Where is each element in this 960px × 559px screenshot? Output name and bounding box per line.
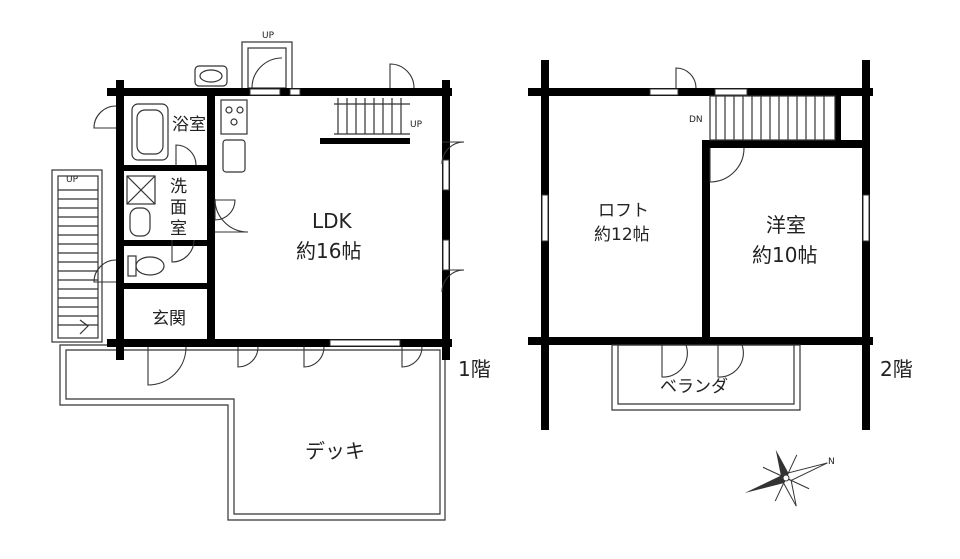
- outdoor-unit: [194, 65, 228, 87]
- room-washroom-2: 面: [170, 198, 187, 218]
- window-top-1: [249, 88, 281, 96]
- compass-north-label: N: [828, 457, 835, 467]
- exterior-stair-left: UP: [51, 169, 103, 343]
- floor-1-label: 1階: [458, 357, 491, 381]
- room-ldk-area: 約16帖: [296, 239, 361, 263]
- room-washroom-3: 室: [170, 219, 187, 239]
- stair-up-label-top: UP: [262, 31, 275, 41]
- room-loft-area: 約12帖: [594, 225, 650, 245]
- kitchen-stove: [220, 99, 248, 135]
- room-loft-name: ロフト: [598, 201, 649, 221]
- window-right-2f: [862, 194, 870, 242]
- floor-1-doors: [93, 63, 465, 386]
- room-bath: 浴室: [172, 115, 206, 135]
- window-left-2f: [541, 194, 549, 242]
- floor-2-doors: [661, 67, 745, 378]
- floor-1: UP UP: [51, 31, 491, 521]
- stair-dn-label: DN: [689, 115, 703, 125]
- room-washroom-1: 洗: [170, 177, 187, 197]
- room-veranda: ベランダ: [660, 377, 728, 397]
- wash-basin: [129, 207, 151, 237]
- top-entry-stair: UP: [241, 31, 293, 91]
- room-entrance: 玄関: [152, 309, 186, 329]
- deck-outline: [59, 344, 446, 521]
- floor-2: DN ロフト 約12帖 洋室 約10帖 ベランダ 2階: [528, 60, 913, 430]
- window-top-2: [289, 88, 301, 96]
- washing-machine: [126, 175, 156, 205]
- compass-rose-icon: [744, 449, 828, 507]
- floor-2-label: 2階: [880, 357, 913, 381]
- room-deck: デッキ: [305, 439, 365, 463]
- window-top-2f-1: [649, 88, 679, 96]
- room-western-name: 洋室: [766, 213, 806, 237]
- kitchen-sink: [222, 139, 246, 173]
- stair-up-label-ldk: UP: [410, 120, 423, 130]
- room-western-area: 約10帖: [752, 243, 817, 267]
- bathtub: [131, 103, 169, 161]
- ldk-stair: UP: [334, 98, 423, 135]
- window-top-2f-2: [714, 88, 748, 96]
- room-ldk-name: LDK: [312, 209, 353, 233]
- loft-stair: DN: [689, 95, 836, 141]
- window-bottom-slide: [329, 339, 401, 347]
- deck-inner-outline: [65, 349, 441, 515]
- stair-up-label-left: UP: [66, 175, 79, 185]
- window-right-1: [442, 159, 450, 191]
- window-right-2: [442, 239, 450, 271]
- toilet: [127, 255, 165, 277]
- floor-2-walls: [528, 60, 873, 430]
- veranda: [611, 344, 801, 411]
